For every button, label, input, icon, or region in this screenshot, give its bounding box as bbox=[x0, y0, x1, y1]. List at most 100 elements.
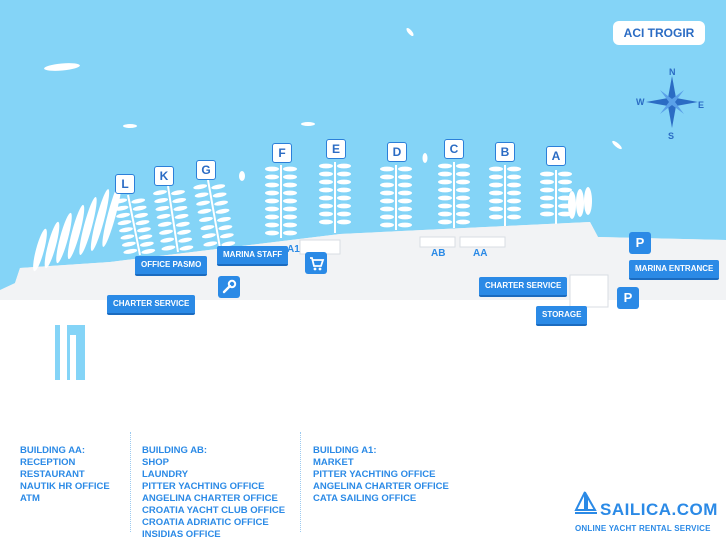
parking-icon[interactable]: P bbox=[617, 287, 639, 309]
boat bbox=[201, 233, 216, 239]
boat bbox=[283, 222, 297, 228]
storage-tag[interactable]: STORAGE bbox=[536, 306, 588, 326]
boat bbox=[456, 187, 470, 193]
boat bbox=[438, 219, 452, 225]
boat bbox=[212, 192, 227, 198]
boat bbox=[265, 190, 279, 196]
boat bbox=[265, 198, 279, 204]
cart-icon[interactable] bbox=[305, 252, 327, 274]
pier-label-d[interactable]: D bbox=[387, 142, 407, 162]
boat bbox=[319, 187, 333, 193]
boat bbox=[171, 190, 185, 196]
marina-staff-tag[interactable]: MARINA STAFF bbox=[217, 246, 289, 266]
boat bbox=[540, 171, 554, 177]
boat bbox=[178, 237, 193, 243]
boat bbox=[283, 190, 297, 196]
compass-rose-icon bbox=[646, 76, 698, 128]
boat bbox=[121, 241, 136, 247]
boat bbox=[160, 237, 175, 243]
boat bbox=[507, 214, 521, 220]
boat bbox=[79, 197, 97, 255]
pier-label-g[interactable]: G bbox=[196, 160, 216, 180]
legend-divider bbox=[300, 432, 302, 532]
boat bbox=[319, 171, 333, 177]
charter-service-left-tag[interactable]: CHARTER SERVICE bbox=[107, 295, 196, 315]
boat bbox=[568, 191, 576, 219]
boat bbox=[398, 214, 412, 220]
boat bbox=[558, 171, 572, 177]
pier-label-b[interactable]: B bbox=[495, 142, 515, 162]
pier-label-l[interactable]: L bbox=[115, 174, 135, 194]
boat bbox=[456, 179, 470, 185]
compass-east: E bbox=[698, 100, 705, 110]
boat bbox=[507, 174, 521, 180]
boat bbox=[194, 192, 209, 198]
boat bbox=[337, 203, 351, 209]
boat bbox=[119, 227, 133, 233]
boat bbox=[283, 206, 297, 212]
pier-label-k[interactable]: K bbox=[154, 166, 174, 186]
boat bbox=[380, 174, 394, 180]
boat bbox=[398, 198, 412, 204]
pier-label-a[interactable]: A bbox=[546, 146, 566, 166]
boat bbox=[380, 198, 394, 204]
charter-service-right-tag[interactable]: CHARTER SERVICE bbox=[479, 277, 568, 297]
pier-label-c[interactable]: C bbox=[444, 139, 464, 159]
pier-label-f[interactable]: F bbox=[272, 143, 292, 163]
legend-item: SHOP bbox=[142, 457, 169, 468]
legend-item: PITTER YACHTING OFFICE bbox=[142, 481, 265, 492]
boat bbox=[153, 190, 167, 196]
boat bbox=[155, 205, 170, 211]
wrench-icon[interactable] bbox=[218, 276, 240, 298]
building-ab bbox=[419, 236, 456, 248]
boat bbox=[211, 184, 226, 190]
boat bbox=[200, 225, 215, 231]
boat bbox=[540, 187, 554, 193]
boat bbox=[438, 203, 452, 209]
pier-label-e[interactable]: E bbox=[326, 139, 346, 159]
boat bbox=[217, 216, 231, 222]
boat bbox=[301, 122, 315, 126]
boat bbox=[319, 179, 333, 185]
legend-divider bbox=[130, 432, 132, 532]
boat bbox=[438, 211, 452, 217]
boat bbox=[489, 214, 503, 220]
boat bbox=[193, 184, 208, 190]
boat bbox=[540, 179, 554, 185]
boat bbox=[44, 221, 60, 269]
legend-item: CROATIA ADRIATIC OFFICE bbox=[142, 517, 269, 528]
legend-building-ab: BUILDING AB: SHOP LAUNDRY PITTER YACHTIN… bbox=[142, 445, 285, 541]
boat bbox=[137, 227, 151, 233]
legend-item: RESTAURANT bbox=[20, 469, 85, 480]
boat bbox=[196, 200, 210, 206]
parking-icon[interactable]: P bbox=[629, 232, 651, 254]
legend-title: BUILDING AB: bbox=[142, 445, 208, 456]
boat bbox=[117, 220, 132, 226]
boat bbox=[203, 241, 218, 247]
boat bbox=[139, 241, 154, 247]
legend-item: PITTER YACHTING OFFICE bbox=[313, 469, 436, 480]
boat bbox=[489, 182, 503, 188]
boat bbox=[489, 166, 503, 172]
legend-item: LAUNDRY bbox=[142, 469, 189, 480]
boat bbox=[123, 124, 137, 128]
boat bbox=[380, 166, 394, 172]
boat bbox=[456, 195, 470, 201]
boat bbox=[540, 203, 554, 209]
boat bbox=[337, 195, 351, 201]
boat bbox=[489, 190, 503, 196]
boat bbox=[319, 219, 333, 225]
boat bbox=[319, 203, 333, 209]
legend-item: ANGELINA CHARTER OFFICE bbox=[313, 481, 449, 492]
marina-entrance-tag[interactable]: MARINA ENTRANCE bbox=[629, 260, 720, 280]
legend-item: ATM bbox=[20, 493, 40, 504]
office-pasmo-tag[interactable]: OFFICE PASMO bbox=[135, 256, 208, 276]
compass-north: N bbox=[669, 67, 676, 77]
boat bbox=[380, 222, 394, 228]
boat bbox=[456, 163, 470, 169]
building-aa-label: AA bbox=[473, 248, 488, 259]
boat bbox=[120, 234, 135, 240]
boat bbox=[456, 219, 470, 225]
boat bbox=[489, 206, 503, 212]
boat bbox=[337, 219, 351, 225]
